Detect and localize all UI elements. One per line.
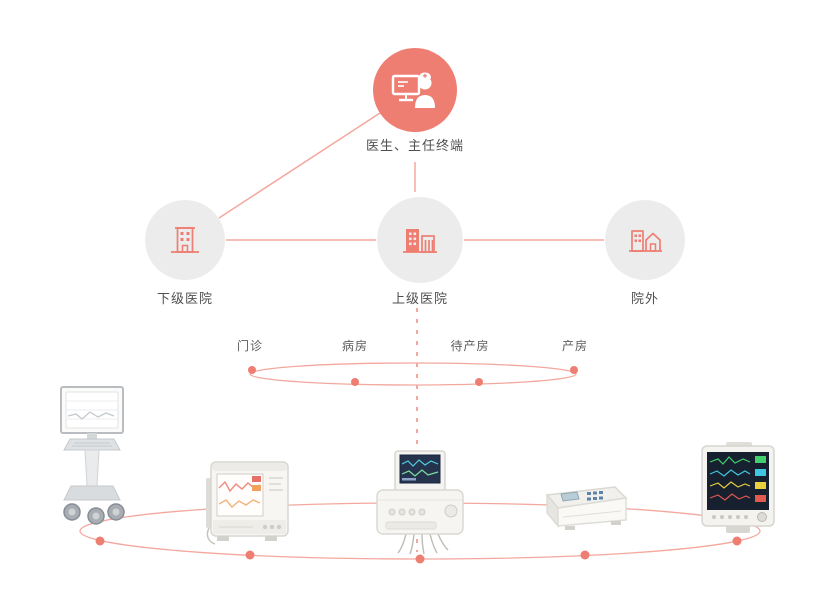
dept-labor-room-label: 待产房 <box>450 339 490 353</box>
node-lower-hospital <box>145 200 225 280</box>
network-dot <box>351 378 359 386</box>
network-dot <box>248 366 256 374</box>
doctor-computer-icon <box>391 72 435 108</box>
upper-hospital-label: 上级医院 <box>391 291 448 306</box>
network-dot <box>475 378 483 386</box>
node-upper-hospital <box>377 197 463 283</box>
lower-hospital-label: 下级医院 <box>156 291 213 306</box>
node-outside <box>605 200 685 280</box>
device-fetal-monitor-portable <box>543 468 631 540</box>
departments-ring <box>249 362 577 386</box>
device-patient-monitor <box>698 442 778 537</box>
outside-label: 院外 <box>630 291 659 306</box>
link-terminal-lower <box>218 112 381 219</box>
network-dot <box>732 536 742 546</box>
device-ultrasound-trolley <box>52 386 142 532</box>
hospital-building-icon <box>171 227 199 253</box>
dept-delivery-room-label: 产房 <box>561 339 588 353</box>
node-doctor-terminal <box>373 48 457 132</box>
network-dot <box>95 536 105 546</box>
network-dot <box>580 550 590 560</box>
device-fetal-monitor-desktop <box>368 450 472 555</box>
network-dot <box>245 550 255 560</box>
network-dot <box>570 366 578 374</box>
device-fetal-monitor-display <box>203 458 291 546</box>
ultrasound-keyboard <box>63 438 121 451</box>
dept-ward-label: 病房 <box>341 339 368 353</box>
hospital-buildings-icon <box>403 229 437 253</box>
terminal-label: 医生、主任终端 <box>365 138 464 153</box>
portable-lcd <box>560 491 580 502</box>
home-building-icon <box>629 230 662 252</box>
network-dot <box>415 554 425 564</box>
dept-outpatient-label: 门诊 <box>236 339 263 353</box>
